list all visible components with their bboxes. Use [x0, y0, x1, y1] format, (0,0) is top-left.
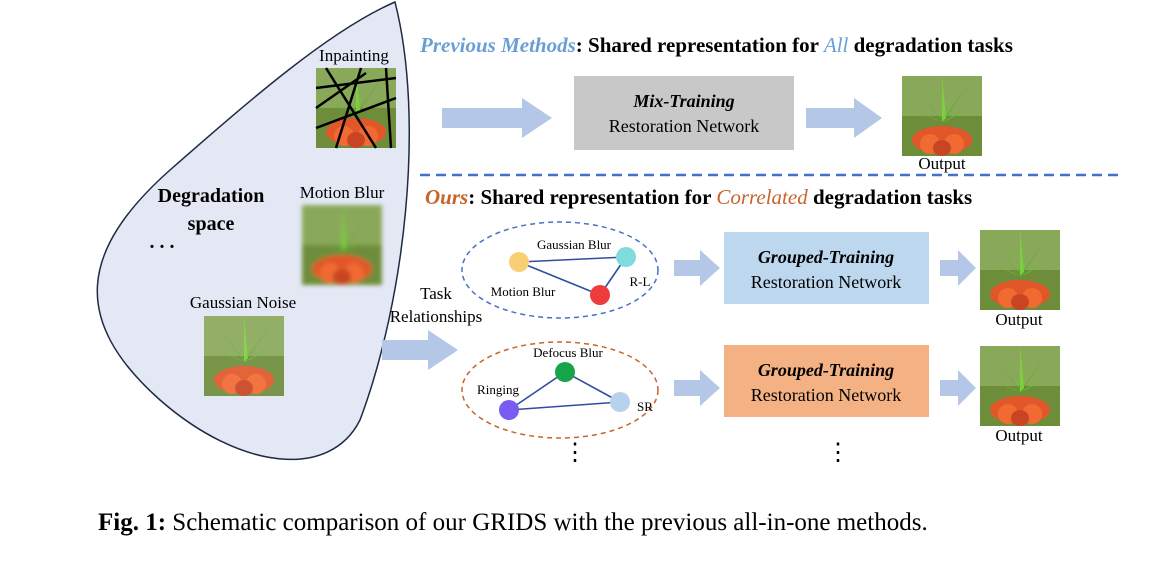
mix-training-box: [574, 76, 794, 150]
node-label-defocus-blur: Defocus Blur: [533, 345, 603, 360]
figure-caption: Fig. 1: Schematic comparison of our GRID…: [98, 509, 928, 536]
output-label-group2: Output: [995, 426, 1043, 445]
node-defocus-blur: [555, 362, 575, 382]
previous-heading-rest: : Shared representation for: [576, 33, 824, 57]
node-ringing: [499, 400, 519, 420]
grouped-training-subtitle-1: Restoration Network: [751, 272, 901, 292]
output-image-top: [902, 76, 982, 156]
arrow-to-output-top: [806, 98, 882, 138]
gaussian-noise-image: [204, 316, 284, 396]
degradation-space-title-2: space: [188, 213, 235, 235]
ours-heading: Ours: Shared representation for Correlat…: [425, 185, 972, 209]
figure-caption-text: Schematic comparison of our GRIDS with t…: [166, 509, 928, 536]
arrow-group1-to-output: [940, 250, 976, 286]
arrow-to-mix-training: [442, 98, 552, 138]
previous-heading: Previous Methods: Shared representation …: [419, 33, 1013, 57]
ours-heading-correlated: Correlated: [716, 185, 808, 209]
grouped-training-subtitle-2: Restoration Network: [751, 385, 901, 405]
output-image-group2: [980, 346, 1060, 426]
grouped-training-box-1: [724, 232, 929, 304]
vdots-networks: ⋮: [826, 440, 850, 466]
ours-heading-highlight: Ours: [425, 185, 468, 209]
previous-heading-tail: degradation tasks: [848, 33, 1013, 57]
node-label-motion-blur: Motion Blur: [491, 284, 556, 299]
inpainting-label: Inpainting: [319, 46, 389, 65]
node-label-sr: SR: [637, 399, 653, 414]
vdots-groups: ⋮: [563, 440, 587, 466]
node-gaussian-blur-start: [509, 252, 529, 272]
motion-blur-image: [302, 205, 382, 285]
degradation-space-ellipsis: . . .: [150, 231, 175, 253]
ours-heading-tail: degradation tasks: [808, 185, 973, 209]
arrow-group1-to-network: [674, 250, 720, 286]
grouped-training-title-1: Grouped-Training: [758, 247, 894, 267]
node-label-gaussian-blur: Gaussian Blur: [537, 237, 612, 252]
gaussian-noise-label: Gaussian Noise: [190, 293, 296, 312]
node-motion-blur-end: [590, 285, 610, 305]
node-label-rl: R-L: [630, 274, 651, 289]
output-label-top: Output: [918, 154, 966, 173]
degradation-space-title-1: Degradation: [158, 185, 265, 207]
task-relationships-arrow: [382, 330, 458, 370]
group1-ellipse: [461, 221, 659, 319]
figure-caption-label: Fig. 1:: [98, 509, 166, 536]
group2-edges: [508, 371, 621, 411]
grouped-training-title-2: Grouped-Training: [758, 360, 894, 380]
output-label-group1: Output: [995, 310, 1043, 329]
node-rl: [616, 247, 636, 267]
task-relationships-label-1: Task: [420, 284, 452, 303]
mix-training-title: Mix-Training: [632, 91, 734, 111]
node-sr: [610, 392, 630, 412]
arrow-group2-to-network: [674, 370, 720, 406]
task-relationships-label-2: Relationships: [390, 307, 483, 326]
output-image-group1: [980, 230, 1060, 310]
previous-heading-all: All: [822, 33, 849, 57]
group2-ellipse: [461, 341, 659, 439]
mix-training-subtitle: Restoration Network: [609, 116, 759, 136]
inpainting-image: [315, 67, 397, 149]
motion-blur-label: Motion Blur: [300, 183, 385, 202]
previous-heading-highlight: Previous Methods: [419, 33, 576, 57]
grouped-training-box-2: [724, 345, 929, 417]
node-label-ringing: Ringing: [477, 382, 519, 397]
ours-heading-rest: : Shared representation for: [468, 185, 716, 209]
arrow-group2-to-output: [940, 370, 976, 406]
